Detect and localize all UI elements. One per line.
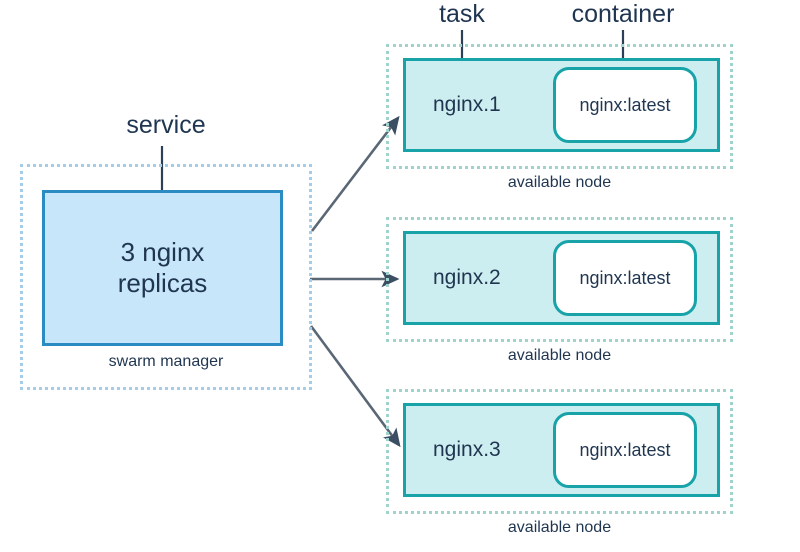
task-label-2: nginx.2 (433, 266, 501, 289)
arrow-service-to-node-1 (310, 115, 400, 232)
container-label-1: nginx:latest (579, 94, 671, 115)
node-group-1 (386, 44, 733, 169)
container-label-2: nginx:latest (579, 267, 671, 288)
service-box-label: 3 nginx replicas (117, 237, 208, 298)
container-box-3[interactable]: nginx:latest (553, 412, 697, 488)
node-caption-1: available node (507, 174, 612, 191)
annotation-container: container (571, 0, 675, 28)
node-group-3 (386, 389, 733, 514)
node-box-3[interactable]: nginx.3 nginx:latest (403, 403, 720, 497)
task-label-1: nginx.1 (433, 93, 501, 116)
arrow-service-to-node-3 (309, 325, 401, 448)
container-box-1[interactable]: nginx:latest (553, 67, 697, 143)
node-group-2 (386, 217, 733, 342)
node-box-2[interactable]: nginx.2 nginx:latest (403, 231, 720, 325)
swarm-manager-caption: swarm manager (108, 353, 224, 370)
node-caption-2: available node (507, 347, 612, 364)
node-box-1[interactable]: nginx.1 nginx:latest (403, 58, 720, 152)
swarm-manager-group (20, 164, 312, 390)
annotation-task: task (439, 0, 485, 28)
service-box[interactable]: 3 nginx replicas (42, 190, 283, 346)
container-label-3: nginx:latest (579, 439, 671, 460)
annotation-service: service (126, 111, 206, 139)
task-label-3: nginx.3 (433, 438, 501, 461)
node-caption-3: available node (507, 519, 612, 536)
container-box-2[interactable]: nginx:latest (553, 240, 697, 316)
